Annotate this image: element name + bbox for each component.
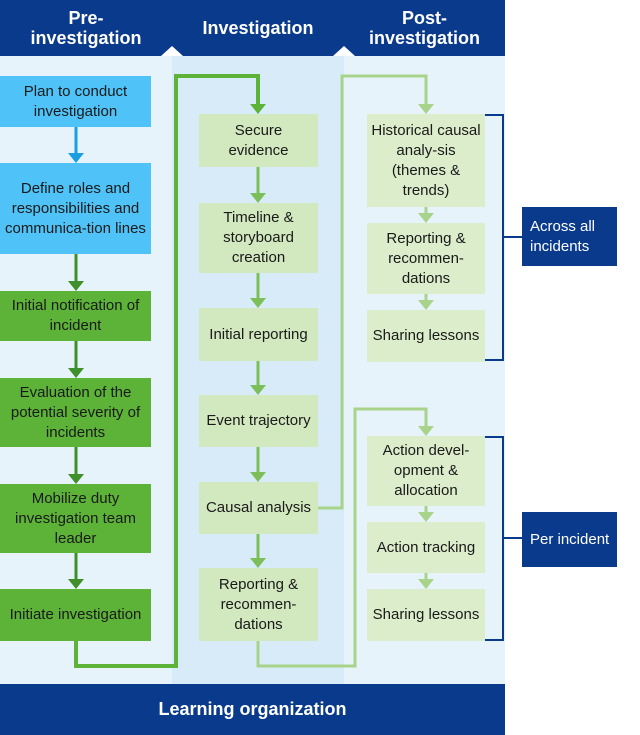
- step-initial-notification: Initial notification of incident: [0, 291, 151, 341]
- bracket-per-incident: [485, 436, 504, 641]
- arrow-head: [418, 300, 434, 310]
- arrow-head: [68, 368, 84, 378]
- connector-to-per-incident: [256, 407, 428, 668]
- arrow-head: [250, 385, 266, 395]
- arrow-head: [418, 512, 434, 522]
- step-initiate-investigation: Initiate investigation: [0, 589, 151, 641]
- step-action-tracking: Action tracking: [367, 522, 485, 573]
- step-sharing-lessons-per: Sharing lessons: [367, 589, 485, 641]
- step-timeline-storyboard: Timeline & storyboard creation: [199, 203, 318, 273]
- header-notch: [333, 46, 355, 56]
- header-investigation: Investigation: [172, 0, 344, 56]
- connector-pre-to-investigation: [74, 74, 260, 668]
- step-event-trajectory: Event trajectory: [199, 395, 318, 447]
- bracket-across-incidents: [485, 114, 504, 361]
- arrow-head: [68, 579, 84, 589]
- arrow-head: [250, 193, 266, 203]
- step-secure-evidence: Secure evidence: [199, 114, 318, 167]
- arrow-head: [68, 474, 84, 484]
- step-mobilize-team-leader: Mobilize duty investigation team leader: [0, 484, 151, 553]
- step-define-roles: Define roles and responsibilities and co…: [0, 163, 151, 254]
- step-post-reporting-recommendations: Reporting & recommen-dations: [367, 223, 485, 294]
- arrow-head: [68, 281, 84, 291]
- header-pre-investigation: Pre- investigation: [0, 0, 172, 56]
- header-notch: [161, 46, 183, 56]
- step-plan-investigation: Plan to conduct investigation: [0, 76, 151, 127]
- arrow-head: [250, 472, 266, 482]
- arrow-head: [418, 213, 434, 223]
- arrow-head: [250, 104, 266, 114]
- arrow-head: [418, 104, 434, 114]
- header-post-investigation: Post- investigation: [344, 0, 505, 56]
- label-per-incident: Per incident: [522, 512, 617, 567]
- step-historical-causal-analysis: Historical causal analy-sis (themes & tr…: [367, 114, 485, 207]
- step-initial-reporting: Initial reporting: [199, 308, 318, 361]
- arrow-head: [250, 298, 266, 308]
- footer-learning-organization: Learning organization: [0, 684, 505, 735]
- step-action-development: Action devel-opment & allocation: [367, 436, 485, 506]
- arrow-head: [418, 426, 434, 436]
- step-reporting-recommendations: Reporting & recommen-dations: [199, 568, 318, 641]
- step-sharing-lessons-across: Sharing lessons: [367, 310, 485, 362]
- pre-column-bg: [0, 56, 172, 684]
- step-causal-analysis: Causal analysis: [199, 482, 318, 534]
- connector-to-across-incidents: [318, 74, 428, 510]
- label-across-all-incidents: Across all incidents: [522, 207, 617, 266]
- arrow-head: [68, 153, 84, 163]
- step-evaluate-severity: Evaluation of the potential severity of …: [0, 378, 151, 447]
- arrow-head: [418, 579, 434, 589]
- arrow-head: [250, 558, 266, 568]
